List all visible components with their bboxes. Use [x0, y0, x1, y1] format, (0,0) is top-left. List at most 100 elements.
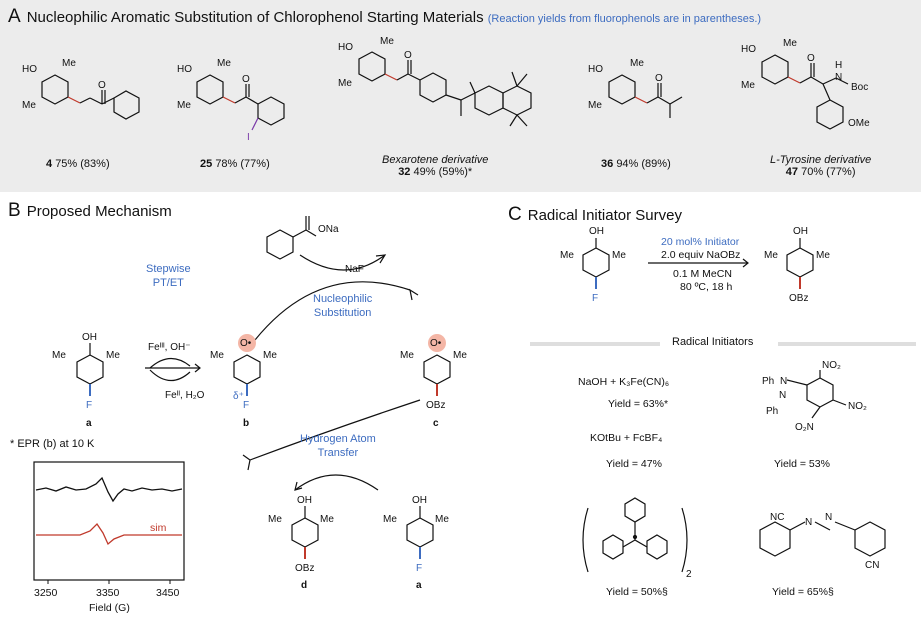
- initiator-3-yield: Yield = 47%: [606, 458, 662, 470]
- caption-25: 25 78% (77%): [200, 158, 270, 170]
- c-atom-me-pr1: Me: [764, 250, 778, 261]
- initiator-4-yield: Yield = 50%§: [606, 586, 668, 598]
- panel-b-letter: B: [8, 200, 21, 221]
- dpph-o2n: O₂N: [795, 422, 814, 433]
- compound-number-25: 25: [200, 158, 213, 170]
- atom-me-d1: Me: [268, 514, 282, 525]
- naf-label: NaF: [345, 264, 364, 275]
- initiators-title: Radical Initiators: [672, 336, 754, 348]
- achn-n1: N: [805, 517, 812, 528]
- atom-ho-36: HO: [588, 64, 603, 75]
- initiator-1-yield: Yield = 63%*: [608, 398, 669, 410]
- atom-odot-b: O•: [240, 338, 252, 349]
- c-atom-me-sm1: Me: [560, 250, 574, 261]
- atom-o-47: O: [807, 53, 815, 64]
- initiator-1-name: NaOH + K₃Fe(CN)₆: [578, 376, 670, 388]
- dpph-ph-1: Ph: [762, 376, 774, 387]
- cond-mecn: 0.1 M MeCN: [673, 268, 732, 280]
- cond-temp: 80 ºC, 18 h: [680, 281, 733, 293]
- atom-obz-d: OBz: [295, 563, 314, 574]
- panel-a-note: (Reaction yields from fluorophenols are …: [487, 13, 762, 25]
- label-a2: a: [416, 580, 422, 591]
- stepwise-line2: PT/ET: [152, 277, 184, 289]
- atom-ome-47: OMe: [848, 118, 870, 129]
- c-atom-obz-pr: OBz: [789, 293, 808, 304]
- epr-xlabel: Field (G): [89, 602, 130, 614]
- atom-me-b2: Me: [263, 350, 277, 361]
- panel-a-structures: HO Me Me O HO Me Me O I HO Me Me O HO Me…: [22, 36, 870, 143]
- achn-cn: CN: [865, 560, 879, 571]
- compound-number-36: 36: [601, 158, 614, 170]
- atom-f-a: F: [86, 400, 92, 411]
- panel-c-header: C Radical Initiator Survey: [508, 204, 682, 226]
- atom-o-32: O: [404, 50, 412, 61]
- atom-me-d2: Me: [320, 514, 334, 525]
- epr-sim-label: sim: [150, 522, 167, 534]
- caption-47: L-Tyrosine derivative 47 70% (77%): [770, 154, 871, 178]
- panel-c-title: Radical Initiator Survey: [527, 207, 682, 224]
- trityl-subscript: 2: [686, 569, 692, 580]
- epr-tick-3: 3450: [156, 587, 180, 599]
- atom-me-a2-2: Me: [435, 514, 449, 525]
- reagent-top: Feᴵᴵᴵ, OH⁻: [148, 342, 191, 353]
- atom-o-4: O: [98, 80, 106, 91]
- atom-me-36b: Me: [588, 100, 602, 111]
- compound-name-47: L-Tyrosine derivative: [770, 154, 872, 166]
- compound-name-32: Bexarotene derivative: [382, 154, 489, 166]
- ns-label: Nucleophilic Substitution: [313, 292, 372, 320]
- label-c: c: [433, 418, 439, 429]
- compound-yield-36: 94% (89%): [616, 158, 671, 170]
- panel-b-title: Proposed Mechanism: [26, 203, 172, 220]
- caption-32: Bexarotene derivative 32 49% (59%)*: [382, 154, 488, 178]
- atom-oh-a: OH: [82, 332, 97, 343]
- compound-yield-47: 70% (77%): [801, 166, 856, 178]
- atom-ho-47: HO: [741, 44, 756, 55]
- c-atom-me-pr2: Me: [816, 250, 830, 261]
- atom-oh-d: OH: [297, 495, 312, 506]
- dpph-n-1: N: [780, 376, 787, 387]
- achn-n2: N: [825, 512, 832, 523]
- initiator-2-yield: Yield = 53%: [774, 458, 830, 470]
- initiator-3-name: KOtBu + FcBF₄: [590, 432, 663, 444]
- atom-me-25b: Me: [177, 100, 191, 111]
- epr-experimental-trace: [35, 476, 183, 503]
- ona-label: ONa: [318, 224, 339, 235]
- epr-simulated-trace: [36, 522, 182, 546]
- atom-ho-25: HO: [177, 64, 192, 75]
- atom-ho-32: HO: [338, 42, 353, 53]
- panel-a-title: Nucleophilic Aromatic Substitution of Ch…: [26, 9, 484, 26]
- atom-boc-47: Boc: [851, 82, 868, 93]
- compound-number-32: 32: [398, 166, 411, 178]
- atom-oh-a2: OH: [412, 495, 427, 506]
- atom-me-32b: Me: [338, 78, 352, 89]
- epr-tick-1: 3250: [34, 587, 58, 599]
- panel-c-letter: C: [508, 204, 522, 225]
- atom-h-47: H: [835, 60, 842, 71]
- ns-line1: Nucleophilic: [313, 293, 373, 305]
- dpph-no2-2: NO₂: [848, 401, 867, 412]
- c-atom-me-sm2: Me: [612, 250, 626, 261]
- atom-me-a1: Me: [52, 350, 66, 361]
- divider-left: [530, 342, 660, 346]
- atom-f-a2: F: [416, 563, 422, 574]
- atom-i-25: I: [247, 132, 250, 143]
- atom-me-32a: Me: [380, 36, 394, 47]
- caption-36: 36 94% (89%): [601, 158, 671, 170]
- delta-b: δ⁺: [233, 391, 244, 402]
- atom-me-c2: Me: [453, 350, 467, 361]
- compound-yield-25: 78% (77%): [215, 158, 270, 170]
- stepwise-label: Stepwise PT/ET: [146, 262, 191, 290]
- divider-right: [778, 342, 916, 346]
- atom-me-47b: Me: [741, 80, 755, 91]
- atom-n-47: N: [835, 72, 842, 83]
- cond-initiator: 20 mol% Initiator: [661, 236, 740, 248]
- compound-yield-4: 75% (83%): [55, 158, 110, 170]
- hat-label: Hydrogen Atom Transfer: [300, 432, 376, 460]
- atom-me-a2-1: Me: [383, 514, 397, 525]
